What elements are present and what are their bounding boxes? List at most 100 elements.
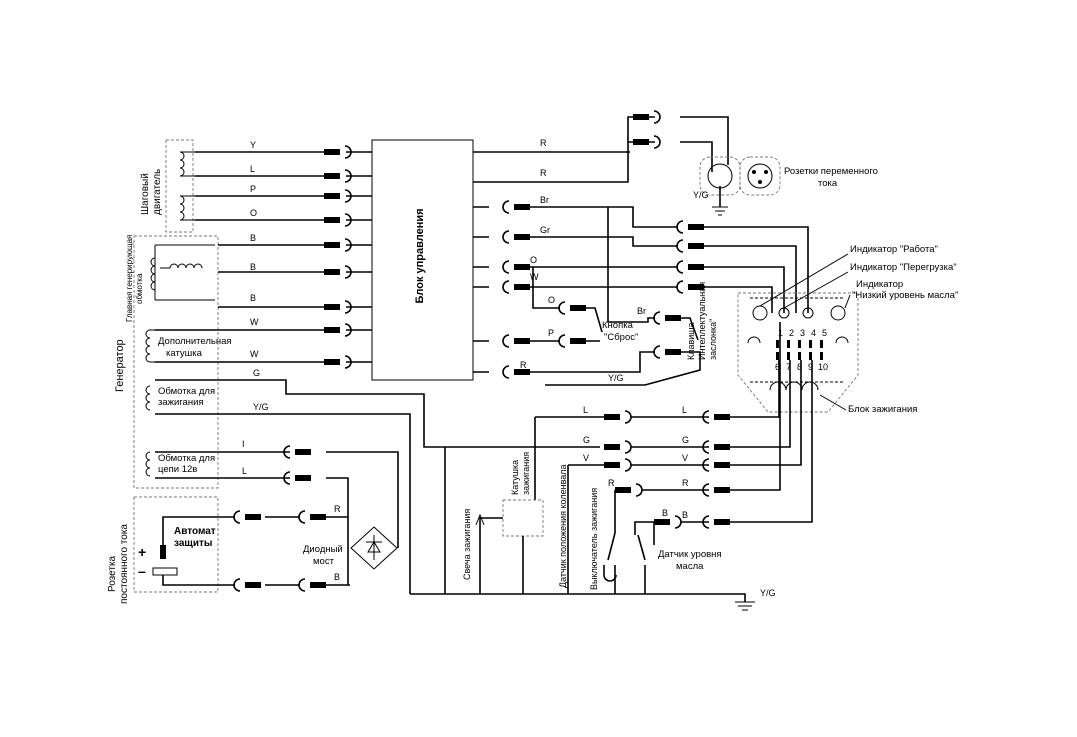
extra-coil <box>145 329 155 363</box>
svg-text:R: R <box>520 360 527 370</box>
ign-switch <box>603 532 617 594</box>
control-unit-box <box>371 139 474 381</box>
ign-switch-label: Выключатель зажигания <box>589 488 599 590</box>
svg-text:Br: Br <box>540 195 549 205</box>
svg-text:8: 8 <box>797 362 802 372</box>
svg-text:W: W <box>530 272 539 282</box>
left-wire-labels: Y L P O B B B W W G Y/G I L <box>242 140 269 476</box>
ind-work-label: Индикатор "Работа" <box>850 244 938 255</box>
svg-text:Y: Y <box>250 140 256 150</box>
svg-text:O: O <box>548 295 555 305</box>
dc-socket-box <box>133 496 219 593</box>
stepper-coils <box>179 151 195 221</box>
bridge-label: Диодный мост <box>303 544 345 567</box>
right-wire-labels: Br Gr O W O Br P R Y/G <box>520 195 646 383</box>
indicator-leaders <box>759 253 851 309</box>
svg-text:G: G <box>682 435 689 445</box>
smart-key-switch <box>545 317 701 386</box>
plus-sign: + <box>138 544 146 560</box>
dc-socket-label: Розетка постоянного тока <box>107 524 130 604</box>
svg-text:Y/G: Y/G <box>253 402 269 412</box>
lower-wire-labels: L L G G V V R R B <box>583 405 689 520</box>
cu-right-stubs <box>473 206 489 373</box>
svg-text:L: L <box>583 405 588 415</box>
ground-label: Y/G <box>760 588 776 598</box>
svg-text:B: B <box>250 233 256 243</box>
generator-label: Генератор <box>114 339 126 392</box>
oil-sensor-switch <box>637 534 646 594</box>
left-wires <box>155 151 600 594</box>
circuit-12v-label: Обмотка для цепи 12в <box>158 453 218 475</box>
indicator-wires <box>704 226 809 313</box>
ac-ground-label: Y/G <box>693 190 709 200</box>
control-unit-label: Блок управления <box>414 208 426 303</box>
svg-text:5: 5 <box>822 328 827 338</box>
svg-text:7: 7 <box>786 362 791 372</box>
spark-plug-label: Свеча зажигания <box>462 509 472 580</box>
ign-coil-winding <box>145 385 151 411</box>
right-wires <box>515 206 678 373</box>
svg-text:W: W <box>250 317 259 327</box>
diode-bridge <box>350 526 398 570</box>
minus-sign: – <box>138 563 146 579</box>
r-top2-label: R <box>540 168 547 178</box>
ground-symbol <box>735 601 755 611</box>
svg-text:Br: Br <box>637 306 646 316</box>
svg-text:L: L <box>682 405 687 415</box>
svg-text:3: 3 <box>800 328 805 338</box>
svg-text:V: V <box>583 453 589 463</box>
main-coil-windings <box>150 244 215 301</box>
svg-text:Y/G: Y/G <box>608 373 624 383</box>
ignition-coil-label: Катушка зажигания <box>510 452 531 495</box>
svg-text:L: L <box>242 466 247 476</box>
svg-text:G: G <box>583 435 590 445</box>
ac-connectors <box>632 110 661 149</box>
svg-text:V: V <box>682 453 688 463</box>
oil-sensor-label: Датчик уровня масла <box>658 549 724 572</box>
ignition-unit-label: Блок зажигания <box>848 404 917 415</box>
r-top-label: R <box>540 138 547 148</box>
ind-oil-label: Индикатор "Низкий уровень масла" <box>852 279 958 301</box>
svg-text:9: 9 <box>808 362 813 372</box>
oil-to-bus <box>634 521 654 535</box>
ac-sockets-label: Розетки переменного тока <box>784 166 881 189</box>
connector-to-cu <box>346 151 372 363</box>
stepper-motor-label: Шаговый двигатель <box>140 169 163 215</box>
ignition-unit-leader <box>819 394 847 411</box>
ignition-coil <box>475 499 544 594</box>
ground-bus <box>410 593 746 602</box>
svg-text:L: L <box>250 164 255 174</box>
breaker-label: Автомат защиты <box>174 526 219 549</box>
dc-r-label: R <box>334 504 341 514</box>
svg-text:2: 2 <box>789 328 794 338</box>
ign-winding-label: Обмотка для зажигания <box>158 386 218 408</box>
extra-coil-label: Дополнительная катушка <box>158 336 234 359</box>
cu-right-connectors <box>502 200 531 379</box>
r-top-wires <box>473 116 729 183</box>
bridge-wires <box>326 451 399 586</box>
crank-sensor-label: Датчик положения коленвала <box>558 464 568 588</box>
dc-plate <box>152 567 178 576</box>
svg-text:P: P <box>548 328 554 338</box>
svg-text:O: O <box>530 255 537 265</box>
dc-b-label: B <box>334 572 340 582</box>
svg-text:10: 10 <box>818 362 828 372</box>
svg-text:B: B <box>682 510 688 520</box>
pin-markers <box>776 340 823 360</box>
svg-text:6: 6 <box>775 362 780 372</box>
svg-text:P: P <box>250 184 256 194</box>
svg-text:Gr: Gr <box>540 225 550 235</box>
svg-text:G: G <box>253 368 260 378</box>
svg-text:R: R <box>608 478 615 488</box>
fuse-symbol <box>160 545 166 559</box>
svg-text:O: O <box>250 208 257 218</box>
main-coil-label: Главная генерирующая обмотка <box>125 232 144 322</box>
reset-button-label: Кнопка "Сброс" <box>602 320 638 343</box>
lower-left-wires <box>444 416 709 594</box>
svg-text:R: R <box>682 478 689 488</box>
ind-overload-label: Индикатор "Перегрузка" <box>850 262 957 273</box>
svg-text:4: 4 <box>811 328 816 338</box>
dc-wires <box>162 516 300 586</box>
ignition-wires <box>730 322 813 523</box>
